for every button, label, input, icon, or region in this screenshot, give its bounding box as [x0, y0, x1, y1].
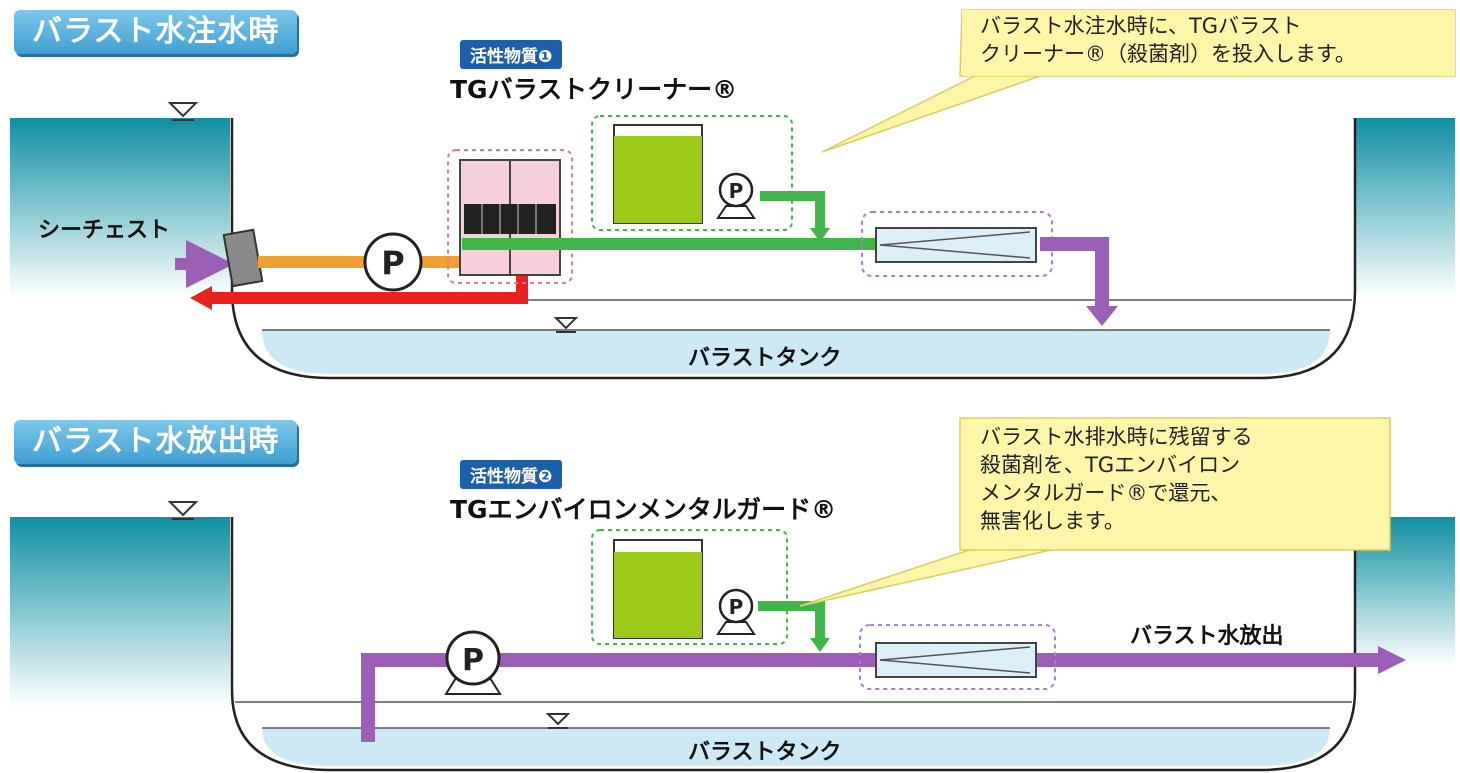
hull-outline-top	[230, 118, 1357, 380]
callout-line: バラスト水注水時に、TGバラスト	[980, 14, 1302, 38]
callout-line: クリーナー®（殺菌剤）を投入します。	[980, 42, 1356, 66]
svg-text:P: P	[729, 595, 744, 619]
active-substance-badge-top: 活性物質❶	[460, 40, 563, 69]
callout-line: 殺菌剤を、TGエンバイロン	[980, 453, 1241, 477]
sea-chest-label: シーチェスト	[38, 218, 171, 243]
ballast-tank-bottom	[262, 728, 1330, 766]
tank-label-bottom: バラストタンク	[688, 740, 842, 765]
hull-outline-bottom	[230, 517, 1357, 772]
section-title-top: バラスト水注水時	[14, 10, 298, 54]
discharge-label: バラスト水放出	[1130, 624, 1284, 649]
svg-text:P: P	[462, 643, 484, 678]
sea-chest-strainer	[222, 228, 264, 288]
callout-top: バラスト水注水時に、TGバラスト クリーナー®（殺菌剤）を投入します。	[980, 12, 1356, 68]
sea-left-bottom	[10, 517, 230, 707]
callout-line: メンタルガード®で還元、	[980, 481, 1232, 505]
callout-line: 無害化します。	[980, 509, 1125, 533]
tank-label-top: バラストタンク	[688, 346, 842, 371]
callout-line: バラスト水排水時に残留する	[980, 425, 1253, 449]
ballast-tank-top	[262, 330, 1330, 374]
agent-name-bottom: TGエンバイロンメンタルガード®	[450, 495, 837, 524]
dosing-pump-top: P	[716, 172, 756, 219]
section-title-bottom: バラスト水放出時	[14, 420, 298, 464]
main-pump-top: P	[363, 232, 423, 292]
sea-right-top	[1355, 118, 1455, 298]
bottom-section: P P	[10, 417, 1455, 772]
active-substance-badge-bottom: 活性物質❷	[460, 460, 563, 489]
water-level-marker-bottom	[167, 501, 199, 520]
purple-discharge-pipe	[361, 653, 1380, 742]
top-section: P P	[10, 9, 1456, 380]
agent-name-top: TGバラストクリーナー®	[450, 75, 738, 104]
svg-text:P: P	[381, 244, 404, 282]
water-level-marker	[167, 102, 199, 121]
svg-text:P: P	[729, 179, 744, 203]
main-pump-bottom: P	[444, 630, 502, 695]
tank-level-marker	[553, 317, 579, 333]
callout-bottom: バラスト水排水時に残留する 殺菌剤を、TGエンバイロン メンタルガード®で還元、…	[980, 423, 1253, 535]
dosing-pump-bottom: P	[716, 588, 756, 635]
tank-level-marker-bottom	[545, 713, 571, 729]
sea-left-top	[10, 118, 230, 298]
